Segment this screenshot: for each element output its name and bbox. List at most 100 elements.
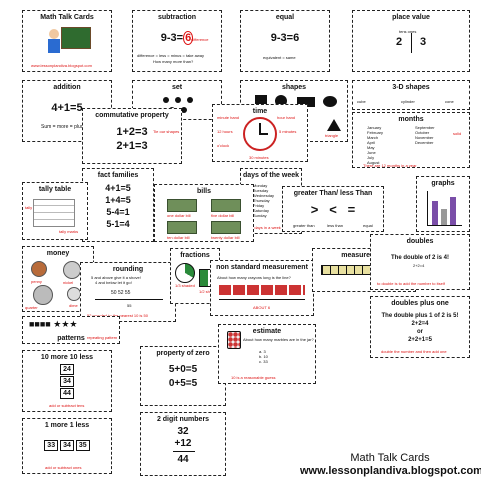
pattern-tag: repeating pattern xyxy=(87,335,118,340)
set-dot xyxy=(175,97,181,103)
sum-bar xyxy=(173,451,195,452)
card-commutative: commutative property 1+2=3 2+1=3 Tie our… xyxy=(82,108,182,164)
card-title: Math Talk Cards xyxy=(40,14,94,21)
line-2: 2+2=4 xyxy=(413,263,425,268)
line-1: The double plus 1 of 2 is 5! xyxy=(381,313,459,319)
card-title: days of the week xyxy=(242,172,300,179)
card-time: time minute hand hour hand 5 minutes 12 … xyxy=(212,104,308,162)
card-title: greater Than/ less Than xyxy=(293,190,373,197)
rule-2: 4 and below let it go! xyxy=(95,280,132,285)
line2: How many more than? xyxy=(153,59,194,64)
comparison-symbols: > < = xyxy=(310,202,356,217)
hour-hand-tag: hour hand xyxy=(277,115,296,120)
line1: difference = less = minus = take away xyxy=(137,53,204,58)
card-months: months January February March April May … xyxy=(352,112,470,168)
card-title: tally table xyxy=(38,186,72,193)
triangle-tag: triangle xyxy=(325,133,339,138)
equation-2: 2+1=3 xyxy=(116,140,148,152)
ones-tag: add or subtract ones xyxy=(45,465,82,470)
divider xyxy=(411,33,412,53)
choices: a. 3 b. 10 c. 33 xyxy=(259,349,268,364)
card-doubles: doubles The double of 2 is 4! 2+2=4 to d… xyxy=(370,234,470,290)
number-line: 50 52 55 xyxy=(111,290,131,296)
cone-tag: cone xyxy=(445,99,454,104)
caption: Sum = more = plus xyxy=(41,124,84,130)
dollar-bill-icon xyxy=(167,199,197,212)
penny-icon xyxy=(31,261,47,277)
fact-3: 5-4=1 xyxy=(106,207,130,217)
number-line-mid: 55 xyxy=(127,303,132,308)
cube-tag: cube xyxy=(357,99,366,104)
card-title: addition xyxy=(53,84,81,91)
twenty-dollar-bill-icon xyxy=(211,221,241,234)
page-caption: Math Talk Cards www.lessonplandiva.blogs… xyxy=(300,452,481,478)
tens-digit: 2 xyxy=(395,36,403,48)
equation-1: 5+0=5 xyxy=(168,364,198,375)
less-tag: less than xyxy=(327,223,344,228)
plus-one-tag: double the number and then add one xyxy=(381,349,447,354)
five-dollar-tag: five dollar bill xyxy=(211,213,235,218)
oval-shape xyxy=(323,96,337,107)
equation: 4+1=5 xyxy=(51,102,83,114)
tally-tag: tally xyxy=(25,205,33,210)
card-estimate: estimate About how many marbles are in t… xyxy=(218,324,316,384)
dime-icon xyxy=(67,287,81,301)
line-1: The double of 2 is 4! xyxy=(390,255,449,261)
answer: ABOUT 6 xyxy=(253,305,271,310)
answer-circle: 6 xyxy=(183,31,194,45)
set-dot xyxy=(163,97,169,103)
doubles-tag: to double is to add the number to itself xyxy=(377,281,445,286)
one-dollar-tag: one dollar bill xyxy=(167,213,191,218)
crayon-row xyxy=(219,285,305,295)
header: tens ones xyxy=(399,29,417,34)
addend-2: +12 xyxy=(174,438,192,449)
answer: 10 is a reasonable guess xyxy=(231,375,276,380)
card-title: graphs xyxy=(431,180,455,187)
triangle-shape xyxy=(327,119,341,131)
card-place-value: place value tens ones 2 3 xyxy=(352,10,470,72)
card-title: patterns xyxy=(57,335,85,342)
equation: 9-3=6 xyxy=(160,31,194,45)
card-ten-more-less: 10 more 10 less 24 34 44 add or subtract… xyxy=(22,350,112,412)
card-title: bills xyxy=(196,188,211,195)
pattern-star-row: ■■■■ ★★★ xyxy=(29,319,78,329)
oclock-tag: o'clock xyxy=(217,143,230,148)
dime-tag: dime xyxy=(69,303,78,308)
days-list: Monday Tuesday Wednesday Thursday Friday… xyxy=(253,183,275,218)
card-tally: tally table tally tally marks xyxy=(22,182,88,240)
card-nonstandard: non standard measurement About how many … xyxy=(210,260,314,316)
equation-2: 0+5=5 xyxy=(168,378,198,389)
set-dot xyxy=(181,107,187,113)
number-stack: 24 34 44 xyxy=(23,363,111,399)
fact-1: 4+1=5 xyxy=(105,183,131,193)
card-title: fact families xyxy=(97,172,139,179)
card-title: 1 more 1 less xyxy=(44,422,90,429)
number-line-bar xyxy=(95,299,163,300)
ten-dollar-bill-icon xyxy=(167,221,197,234)
quarter-icon xyxy=(33,285,53,305)
quarter-tag: quarter xyxy=(25,305,38,310)
cylinder-tag: cylinder xyxy=(401,99,415,104)
minute-hand-tag: minute hand xyxy=(217,115,240,120)
line-3: or xyxy=(417,329,423,335)
rule-1: 5 and above give it a shove! xyxy=(91,275,141,280)
teacher-illustration xyxy=(45,25,91,59)
tally-marks-tag: tally marks xyxy=(59,229,79,234)
caption: equivalent = same xyxy=(263,55,296,60)
rectangle-shape xyxy=(297,97,315,107)
card-bills: bills one dollar bill five dollar bill t… xyxy=(154,184,254,242)
card-rounding: rounding 5 and above give it a shove! 4 … xyxy=(80,262,176,322)
card-title: commutative property xyxy=(95,112,169,119)
card-equal: equal 9-3=6 equivalent = same xyxy=(240,10,330,72)
rounding-result: 52 rounded to the nearest 10 is 50 xyxy=(87,313,148,318)
ten-dollar-tag: ten dollar bill xyxy=(167,235,190,240)
question: About how many marbles are in the jar? xyxy=(243,337,314,342)
clock-icon xyxy=(243,117,277,151)
line-4: 2+2+1=5 xyxy=(408,337,432,343)
card-two-digit: 2 digit numbers 32 +12 44 xyxy=(140,412,226,476)
measure-line xyxy=(219,299,305,300)
five-dollar-bill-icon xyxy=(211,199,241,212)
card-title: set xyxy=(171,84,183,91)
